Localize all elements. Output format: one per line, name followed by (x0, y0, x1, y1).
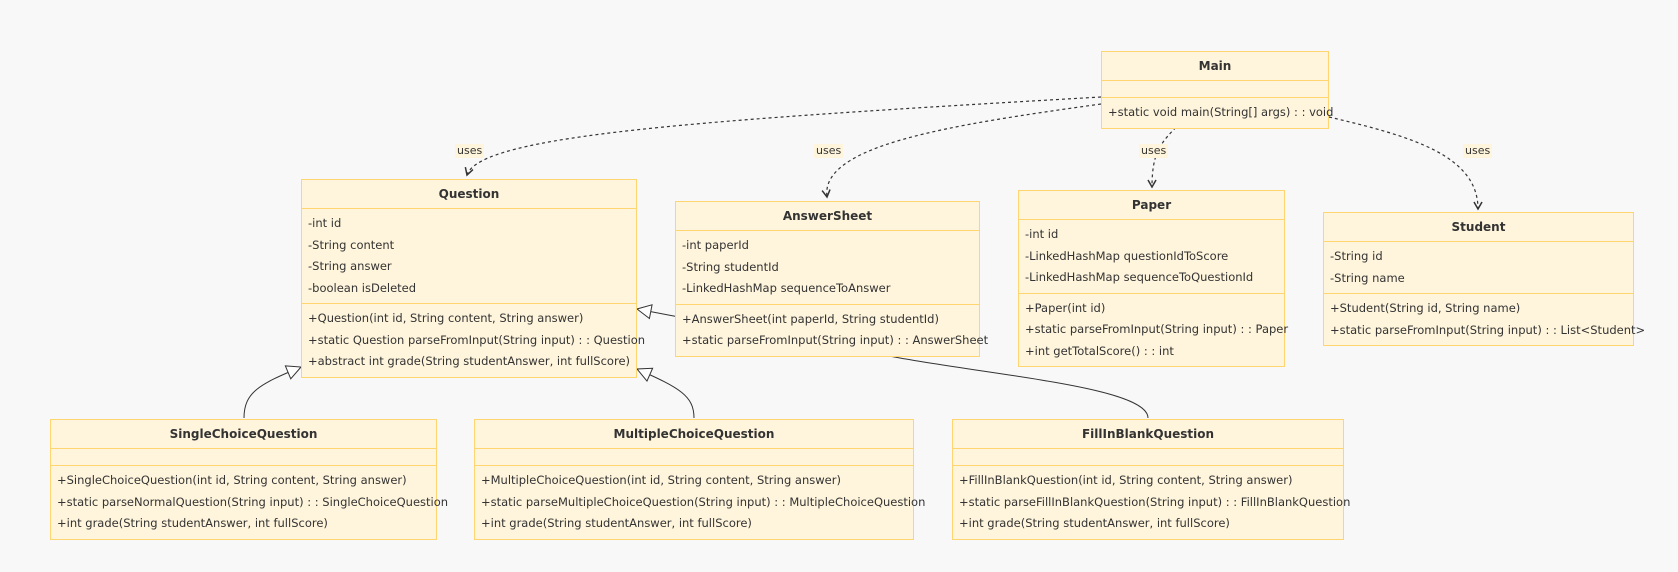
method: +static parseFromInput(String input) : :… (1025, 322, 1289, 336)
method: +static void main(String[] args) : : voi… (1108, 105, 1334, 119)
method: +abstract int grade(String studentAnswer… (308, 354, 631, 368)
attributes-section (1102, 81, 1328, 98)
method: +int grade(String studentAnswer, int ful… (959, 516, 1230, 530)
method: +Student(String id, String name) (1330, 301, 1521, 315)
attribute: -LinkedHashMap questionIdToScore (1025, 248, 1229, 263)
methods-section: +SingleChoiceQuestion(int id, String con… (51, 466, 449, 539)
methods-section: +static void main(String[] args) : : voi… (1102, 98, 1334, 128)
methods-section: +Question(int id, String content, String… (302, 304, 646, 377)
class-multiplechoicequestion: MultipleChoiceQuestion +MultipleChoiceQue… (474, 419, 926, 540)
methods-section: +Paper(int id) +static parseFromInput(Str… (1019, 294, 1289, 367)
attribute: -String answer (308, 259, 392, 273)
inherit-edge-multiple-question (635, 367, 695, 419)
edge-label-uses-answersheet: uses (814, 144, 844, 158)
method: +static parseFromInput(String input) : :… (682, 333, 989, 347)
attributes-section: -int id -String content -String answer -boo… (302, 209, 636, 304)
method: +FillInBlankQuestion(int id, String cont… (959, 473, 1293, 487)
methods-section: +MultipleChoiceQuestion(int id, String c… (475, 466, 926, 539)
uses-edge-main-student (1328, 116, 1483, 211)
attribute: -int paperId (682, 238, 749, 252)
class-name: AnswerSheet (676, 202, 979, 231)
edge-label-uses-student: uses (1463, 144, 1493, 158)
method: +Paper(int id) (1025, 300, 1106, 315)
methods-section: +AnswerSheet(int paperId, String student… (676, 305, 989, 356)
method: +static parseFillInBlankQuestion(String … (959, 494, 1351, 509)
method: +static parseFromInput(String input) : :… (1330, 322, 1646, 337)
method: +int getTotalScore() : : int (1025, 343, 1174, 358)
attribute: -String name (1330, 270, 1405, 285)
class-question: Question -int id -String content -String an… (301, 179, 646, 378)
method: +int grade(String studentAnswer, int ful… (57, 516, 328, 530)
attribute: -LinkedHashMap sequenceToQuestionId (1025, 270, 1254, 284)
class-main: Main +static void main(String[] args) : :… (1101, 51, 1334, 129)
class-paper: Paper -int id -LinkedHashMap questionIdToS… (1018, 190, 1289, 367)
attribute: -boolean isDeleted (308, 280, 417, 295)
class-answersheet: AnswerSheet -int paperId -String studentId… (675, 201, 989, 357)
attribute: -String id (1330, 249, 1383, 263)
class-name: SingleChoiceQuestion (51, 420, 436, 449)
attribute: -int id (1025, 227, 1059, 241)
methods-section: +Student(String id, String name) +static … (1324, 294, 1646, 345)
attribute: -LinkedHashMap sequenceToAnswer (682, 281, 891, 295)
uses-edge-main-question (464, 96, 1102, 177)
methods-section: +FillInBlankQuestion(int id, String cont… (953, 466, 1351, 539)
method: +SingleChoiceQuestion(int id, String con… (57, 473, 407, 487)
class-name: Paper (1019, 191, 1284, 220)
attributes-section: -int id -LinkedHashMap questionIdToScore -… (1019, 220, 1284, 294)
class-name: Question (302, 180, 636, 209)
class-name: MultipleChoiceQuestion (475, 420, 913, 449)
method: +static parseNormalQuestion(String input… (57, 494, 449, 509)
method: +AnswerSheet(int paperId, String student… (682, 311, 939, 326)
attributes-section (475, 449, 913, 466)
attribute: -String content (308, 237, 395, 252)
method: +Question(int id, String content, String… (308, 311, 584, 325)
edge-label-uses-question: uses (455, 144, 485, 158)
attributes-section (51, 449, 436, 466)
class-fillinblankquestion: FillInBlankQuestion +FillInBlankQuestion(… (952, 419, 1351, 540)
method: +MultipleChoiceQuestion(int id, String c… (481, 473, 841, 487)
edge-label-uses-paper: uses (1139, 144, 1169, 158)
class-name: FillInBlankQuestion (953, 420, 1343, 449)
class-singlechoicequestion: SingleChoiceQuestion +SingleChoiceQuestio… (50, 419, 449, 540)
class-student: Student -String id -String name +Student(St… (1323, 212, 1646, 346)
class-name: Student (1324, 213, 1633, 242)
class-name: Main (1102, 52, 1328, 81)
attribute: -String studentId (682, 259, 779, 274)
inherit-edge-single-question (243, 365, 303, 419)
uses-edge-main-answersheet (821, 103, 1102, 199)
attributes-section: -int paperId -String studentId -LinkedHash… (676, 231, 979, 305)
method: +static parseMultipleChoiceQuestion(Stri… (481, 494, 926, 509)
attributes-section (953, 449, 1343, 466)
method: +static Question parseFromInput(String i… (308, 332, 646, 347)
attributes-section: -String id -String name (1324, 242, 1633, 294)
method: +int grade(String studentAnswer, int ful… (481, 516, 752, 530)
attribute: -int id (308, 216, 342, 230)
